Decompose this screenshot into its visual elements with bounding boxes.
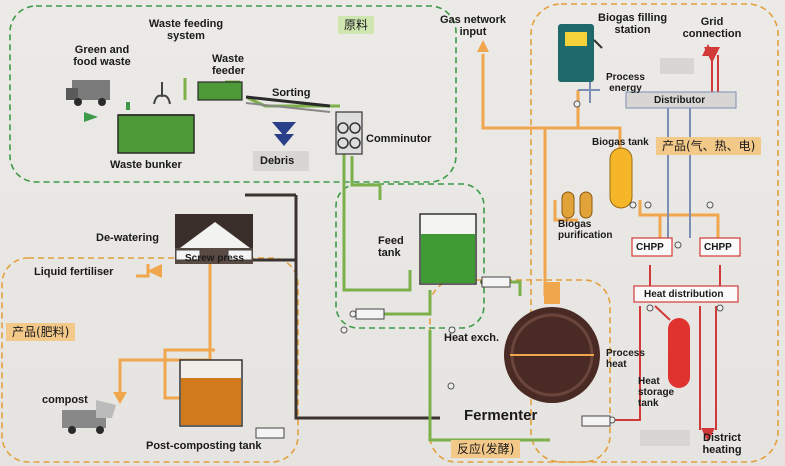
district-blank [640,430,690,446]
gas-network-arrow [477,40,489,52]
comminutor-icon [335,111,363,155]
chpp-boxes [631,237,741,303]
tag-products-energy: 产品(气、热、电) [656,137,762,155]
waste-feeder [197,81,243,101]
feeder-arrow [84,112,98,122]
feed-tank [419,213,477,285]
group-fertiliser-outline [1,257,299,463]
filling-station-icon [558,24,603,82]
label-comminutor: Comminutor [366,133,432,145]
waste-bunker [117,114,195,154]
group-products-energy-outline [530,3,779,463]
heat-storage-tank [668,318,690,388]
label-chpp-1: CHPP [636,242,664,253]
label-debris: Debris [260,155,295,167]
pumps [175,249,611,439]
biogas-tank [609,147,633,209]
label-waste-bunker: Waste bunker [110,159,182,171]
label-fermenter: Fermenter [464,407,538,424]
debris-arrow-2 [274,134,294,146]
label-compost: compost [42,394,88,406]
pipes-dark [245,193,440,420]
purification-units [561,191,593,219]
label-chpp-2: CHPP [704,242,732,253]
label-dewatering: De-watering [96,232,159,244]
label-biogas-tank: Biogas tank [592,137,649,148]
fermenter-vessel [504,282,600,403]
debris-arrow [272,122,296,136]
district-heating-arrow [701,428,715,442]
liquid-fertiliser-arrow [147,264,162,278]
valves [340,100,724,424]
label-heat-exch: Heat exch. [444,332,500,344]
label-liquid-fertiliser: Liquid fertiliser [34,266,114,278]
tag-raw-material: 原料 [338,16,375,34]
label-heat-distribution: Heat distribution [644,289,724,300]
sorting-belt [245,95,331,113]
label-distributor: Distributor [654,95,706,106]
group-feed-outline [335,183,485,329]
distributor-box [625,91,737,109]
label-screw-press: Screw press [185,253,244,264]
label-post-composting-tank: Post-composting tank [146,440,262,452]
grab-claw-icon [153,82,171,105]
grid-connection-arrow [702,44,714,56]
post-composting-tank [179,359,243,427]
group-raw-material-outline [9,5,457,183]
compost-arrow [113,392,127,404]
grid-blank [660,58,694,74]
tag-reaction: 反应(发酵) [451,440,521,458]
compost-truck-icon [62,400,116,434]
tag-fertiliser: 产品(肥料) [6,323,76,341]
label-sorting: Sorting [272,87,311,99]
waste-truck-icon [66,80,110,106]
label-debris-bg [253,151,309,171]
